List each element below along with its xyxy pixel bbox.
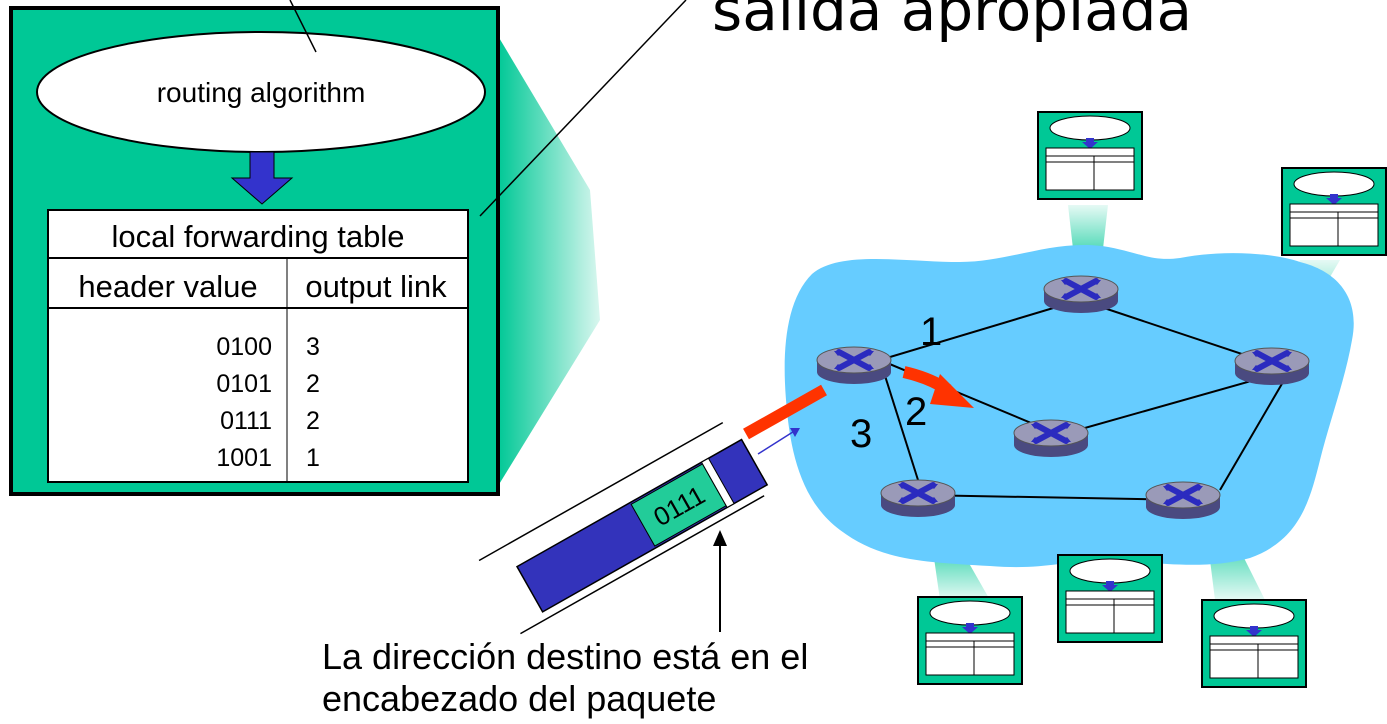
table-cell-output-link: 2	[306, 407, 320, 435]
small-pointer-arrow	[757, 429, 797, 455]
mini-router-box	[1281, 167, 1387, 256]
down-arrow-icon	[230, 151, 294, 205]
router-icon	[881, 480, 955, 517]
caption-line-2: encabezado del paquete	[322, 678, 717, 719]
forward-arrow-icon	[930, 374, 974, 408]
link-label-3: 3	[850, 412, 872, 456]
incoming-arrow	[743, 384, 827, 440]
caption-pointer-head	[713, 530, 727, 546]
router-icon	[1235, 348, 1309, 385]
title-fragment: salida apropiada	[712, 0, 1192, 44]
mini-router-box	[917, 596, 1023, 685]
column-header-link: output link	[305, 269, 447, 304]
router-icon	[1146, 482, 1220, 519]
table-cell-output-link: 3	[306, 333, 320, 361]
router-icon	[817, 347, 891, 384]
mini-router-box	[1201, 599, 1307, 688]
table-cell-output-link: 2	[306, 370, 320, 398]
link-label-1: 1	[920, 310, 942, 354]
table-rows: 0100 3 0101 2 0111 2 1001 1	[216, 333, 320, 472]
table-cell-header-value: 0100	[216, 333, 272, 361]
table-cell-header-value: 0111	[220, 407, 272, 435]
table-cell-header-value: 0101	[216, 370, 272, 398]
link-label-2: 2	[905, 390, 927, 434]
forwarding-table	[47, 209, 469, 483]
pointer-line	[479, 0, 687, 217]
router-icon	[1014, 420, 1088, 457]
column-header-value: header value	[78, 269, 257, 304]
router-detail-box: routing algorithm local forwarding table…	[9, 6, 500, 496]
routing-algorithm-label: routing algorithm	[157, 77, 366, 108]
table-title: local forwarding table	[112, 219, 405, 254]
table-cell-output-link: 1	[306, 444, 320, 472]
packet-icon: 0111	[478, 421, 769, 635]
caption-line-1: La dirección destino está en el	[322, 636, 809, 677]
table-cell-header-value: 1001	[216, 444, 272, 472]
caption: La dirección destino está en el encabeza…	[322, 636, 882, 720]
zoom-beam	[498, 36, 600, 486]
router-icon	[1044, 276, 1118, 313]
pointer-line	[289, 0, 317, 53]
mini-router-box	[1037, 111, 1143, 200]
mini-router-box	[1057, 554, 1163, 643]
